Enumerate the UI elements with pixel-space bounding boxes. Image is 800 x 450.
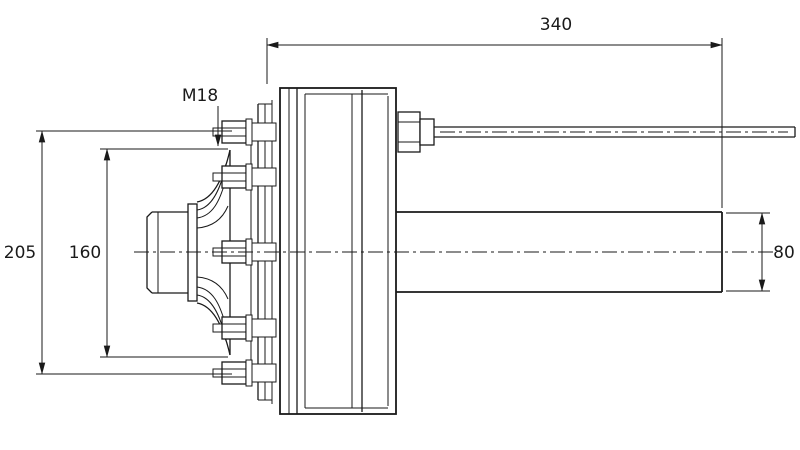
bolt-circle-diameter-label: 160 (69, 243, 101, 263)
drawing-stroke (245, 163, 253, 191)
wheel-stud (212, 118, 277, 146)
drawing-stroke (245, 314, 253, 342)
drawing-stroke (251, 363, 277, 383)
drawing-stroke (221, 316, 247, 340)
camshaft-rod (397, 111, 796, 153)
overall-length-dimension-label: 340 (540, 15, 572, 35)
dimension-flange-diameter: 205 (4, 130, 232, 375)
tube-diameter-label: 80 (773, 243, 795, 263)
drawing-stroke (245, 359, 253, 387)
wheel-stud (212, 359, 277, 387)
wheel-stud (212, 163, 277, 191)
drawing-stroke (397, 111, 421, 153)
brake-drum (279, 87, 397, 415)
drawing-stroke (196, 302, 231, 356)
drawing-stroke (221, 165, 247, 189)
flange-diameter-label: 205 (4, 243, 36, 263)
drawing-stroke (212, 172, 223, 182)
drawing-stroke (221, 361, 247, 385)
drawing-stroke (251, 318, 277, 338)
dimension-tube-diameter: 80 (726, 212, 795, 292)
dimension-overall-length: 340 (266, 15, 723, 208)
drawing-stroke (212, 323, 223, 333)
thread-size-label: M18 (182, 86, 218, 106)
thread-callout: M18 (182, 86, 222, 147)
axle-tube (396, 211, 723, 293)
drawing-stroke (196, 286, 226, 324)
drawing-stroke (196, 205, 229, 229)
dimension-bolt-circle: 160 (69, 148, 228, 358)
wheel-stud (212, 314, 277, 342)
drawing-stroke (419, 118, 435, 146)
drawing-stroke (251, 122, 277, 142)
drawing-stroke (279, 87, 397, 415)
drawing-stroke (212, 368, 223, 378)
drawing-stroke (251, 167, 277, 187)
drawing-stroke (196, 149, 231, 203)
drawing-stroke (245, 118, 253, 146)
drawing-stroke (196, 276, 229, 300)
drawing-stroke (196, 181, 226, 219)
drawing-stroke (221, 120, 247, 144)
